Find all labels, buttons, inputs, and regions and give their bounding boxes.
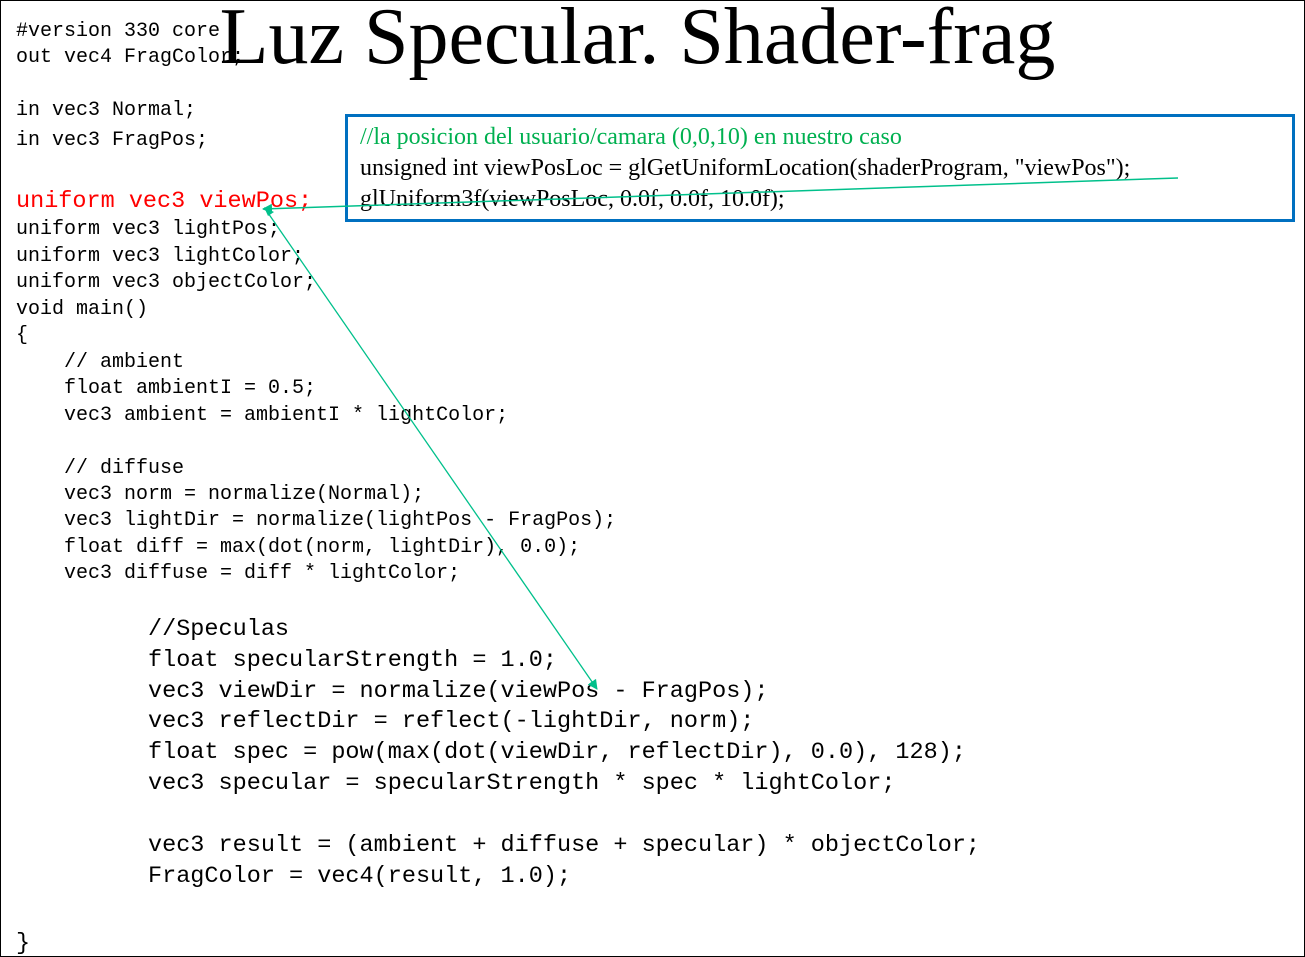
code-line: { <box>16 324 29 347</box>
code-line: vec3 specular = specularStrength * spec … <box>148 770 896 797</box>
code-line: float diff = max(dot(norm, lightDir), 0.… <box>16 536 581 559</box>
code-line: float ambientI = 0.5; <box>16 377 317 400</box>
code-line: out vec4 FragColor; <box>16 46 245 69</box>
code-line: vec3 viewDir = normalize(viewPos - FragP… <box>148 678 769 705</box>
code-line: in vec3 Normal; <box>16 99 197 122</box>
code-line: vec3 lightDir = normalize(lightPos - Fra… <box>16 509 617 532</box>
code-line: } <box>16 930 31 957</box>
code-line: //Speculas <box>148 616 290 643</box>
code-line: uniform vec3 objectColor; <box>16 271 317 294</box>
code-line: // ambient <box>16 351 185 374</box>
code-line: vec3 ambient = ambientI * lightColor; <box>16 404 509 427</box>
code-line-highlighted: uniform vec3 viewPos; <box>16 188 313 215</box>
code-line: vec3 diffuse = diff * lightColor; <box>16 562 461 585</box>
code-line: vec3 norm = normalize(Normal); <box>16 483 425 506</box>
code-line: vec3 reflectDir = reflect(-lightDir, nor… <box>148 708 755 735</box>
code-line: float spec = pow(max(dot(viewDir, reflec… <box>148 739 966 766</box>
arrow-viewpos-to-viewdir <box>265 209 598 690</box>
arrowhead-start <box>264 207 274 216</box>
code-line: FragColor = vec4(result, 1.0); <box>148 863 572 890</box>
code-line: vec3 result = (ambient + diffuse + specu… <box>148 832 981 859</box>
callout-line-1: unsigned int viewPosLoc = glGetUniformLo… <box>360 155 1131 181</box>
code-line: in vec3 FragPos; <box>16 129 209 152</box>
code-line: // diffuse <box>16 457 185 480</box>
code-line: float specularStrength = 1.0; <box>148 647 557 674</box>
callout-box: //la posicion del usuario/camara (0,0,10… <box>345 114 1295 222</box>
code-line: #version 330 core <box>16 20 221 43</box>
slide-title: Luz Specular. Shader-frag <box>219 0 1056 81</box>
code-line: uniform vec3 lightColor; <box>16 245 305 268</box>
callout-comment: //la posicion del usuario/camara (0,0,10… <box>360 124 902 150</box>
arrow-callout-to-viewpos <box>262 177 1179 214</box>
code-line: void main() <box>16 298 149 321</box>
code-line: uniform vec3 lightPos; <box>16 218 281 241</box>
